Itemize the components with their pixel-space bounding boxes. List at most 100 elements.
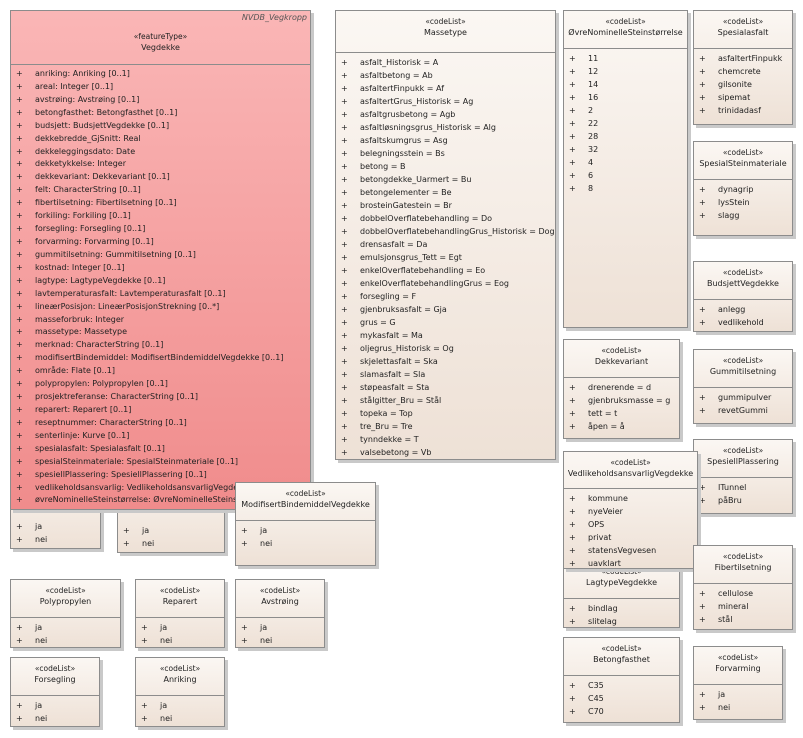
- list-item: øvreNominelleSteinstørrelse: ØvreNominel…: [11, 494, 310, 507]
- stereotype-label: «codeList»: [425, 17, 466, 26]
- value-list: asfaltertFinpukkchemcretegilsonitesipema…: [694, 49, 792, 117]
- list-item: dekkevariant: Dekkevariant [0..1]: [11, 171, 310, 184]
- list-item: dobbelOverflatebehandlingGrus_Historisk …: [336, 225, 555, 238]
- value-list: 111214162222832468: [564, 49, 687, 195]
- list-item: slamasfalt = Sla: [336, 368, 555, 381]
- value-list: gummipulverrevetGummi: [694, 388, 792, 417]
- class-header: «codeList» Forvarming: [694, 647, 782, 685]
- class-name: VedlikeholdsansvarligVegdekke: [567, 469, 694, 478]
- list-item: OPS: [564, 518, 697, 531]
- class-name: Polypropylen: [39, 597, 92, 606]
- class-header: «codeList» ØvreNominelleSteinstørrelse: [564, 11, 687, 49]
- list-item: ja: [118, 524, 224, 537]
- value-list: cellulosemineralstål: [694, 584, 792, 626]
- package-label: NVDB_Vegkropp: [241, 13, 307, 22]
- codelist-gummitilsetning[interactable]: «codeList» Gummitilsetning gummipulverre…: [693, 349, 793, 424]
- list-item: drenerende = d: [564, 381, 679, 394]
- codelist-lagtypevegdekke[interactable]: «codeList» LagtypeVegdekke bindlagslitel…: [563, 560, 680, 628]
- list-item: forsegling = F: [336, 290, 555, 303]
- class-name: Anriking: [163, 675, 197, 684]
- class-header: «codeList» Gummitilsetning: [694, 350, 792, 388]
- list-item: asfaltertGrus_Historisk = Ag: [336, 95, 555, 108]
- codelist-spesiellplassering[interactable]: «codeList» SpesiellPlassering ITunnelpåB…: [693, 439, 793, 514]
- codelist-ovre-nominelle-steinstorrelse[interactable]: «codeList» ØvreNominelleSteinstørrelse 1…: [563, 10, 688, 328]
- class-name: Reparert: [162, 597, 198, 606]
- list-item: tynndekke = T: [336, 433, 555, 446]
- class-header: «codeList» Anriking: [136, 658, 224, 696]
- codelist-budsjettvegdekke[interactable]: «codeList» BudsjettVegdekke anleggvedlik…: [693, 261, 793, 332]
- list-item: dynagrip: [694, 183, 792, 196]
- list-item: avstrøing: Avstrøing [0..1]: [11, 94, 310, 107]
- list-item: betongdekke_Uarmert = Bu: [336, 173, 555, 186]
- stereotype-label: «codeList»: [285, 489, 326, 498]
- list-item: kommune: [564, 492, 697, 505]
- stereotype-label: «codeList»: [722, 356, 764, 365]
- codelist-fibertilsetning[interactable]: «codeList» Fibertilsetning cellulosemine…: [693, 545, 793, 630]
- value-list: ITunnelpåBru: [694, 478, 792, 507]
- value-list: janei: [11, 461, 100, 546]
- class-header: «codeList» SpesiellPlassering: [694, 440, 792, 478]
- list-item: slitelag: [564, 615, 679, 628]
- stereotype-label: «codeList»: [34, 664, 76, 673]
- stereotype-label: «codeList»: [159, 664, 201, 673]
- list-item: asfalt_Historisk = A: [336, 56, 555, 69]
- list-item: 11: [564, 52, 687, 65]
- class-name: Gummitilsetning: [709, 367, 777, 376]
- value-list: C35C45C70: [564, 676, 679, 718]
- list-item: ja: [694, 688, 782, 701]
- class-name: Massetype: [424, 28, 467, 37]
- list-item: forkiling: Forkiling [0..1]: [11, 210, 310, 223]
- list-item: 12: [564, 65, 687, 78]
- list-item: dekketykkelse: Integer: [11, 158, 310, 171]
- list-item: drensasfalt = Da: [336, 238, 555, 251]
- class-header: «codeList» VedlikeholdsansvarligVegdekke: [564, 452, 697, 489]
- codelist-spesialasfalt[interactable]: «codeList» Spesialasfalt asfaltertFinpuk…: [693, 10, 793, 125]
- list-item: vedlikeholdsansvarlig: Vedlikeholdsansva…: [11, 482, 310, 495]
- list-item: areal: Integer [0..1]: [11, 81, 310, 94]
- list-item: 8: [564, 182, 687, 195]
- codelist-forvarming[interactable]: «codeList» Forvarming janei: [693, 646, 783, 720]
- featuretype-vegdekke[interactable]: NVDB_Vegkropp «featureType» Vegdekke anr…: [10, 10, 311, 510]
- list-item: bindlag: [564, 602, 679, 615]
- list-item: stål: [694, 613, 792, 626]
- value-list: janei: [136, 618, 224, 647]
- codelist-anriking[interactable]: «codeList» Anriking janei: [135, 657, 225, 727]
- list-item: skjelettasfalt = Ska: [336, 355, 555, 368]
- list-item: C70: [564, 705, 679, 718]
- list-item: gummipulver: [694, 391, 792, 404]
- list-item: område: Flate [0..1]: [11, 365, 310, 378]
- class-header: «codeList» Betongfasthet: [564, 638, 679, 676]
- codelist-avstroing[interactable]: «codeList» Avstrøing janei: [235, 579, 325, 648]
- list-item: reseptnummer: CharacterString [0..1]: [11, 417, 310, 430]
- stereotype-label: «featureType»: [133, 32, 188, 41]
- stereotype-label: «codeList»: [601, 567, 642, 576]
- codelist-betongfasthet[interactable]: «codeList» Betongfasthet C35C45C70: [563, 637, 680, 723]
- class-name: Forvarming: [715, 664, 761, 673]
- list-item: nei: [11, 712, 99, 725]
- class-name: Vegdekke: [141, 43, 180, 52]
- list-item: 28: [564, 130, 687, 143]
- list-item: mineral: [694, 600, 792, 613]
- list-item: lineærPosisjon: LineærPosisjonStrekning …: [11, 301, 310, 314]
- list-item: ja: [11, 621, 120, 634]
- list-item: tre_Bru = Tre: [336, 420, 555, 433]
- class-header: «codeList» LagtypeVegdekke: [564, 561, 679, 599]
- codelist-reparert[interactable]: «codeList» Reparert janei: [135, 579, 225, 648]
- codelist-vedlikeholdsansvarligvegdekke[interactable]: «codeList» VedlikeholdsansvarligVegdekke…: [563, 451, 698, 570]
- list-item: chemcrete: [694, 65, 792, 78]
- list-item: asfaltløsningsgrus_Historisk = Alg: [336, 121, 555, 134]
- codelist-massetype[interactable]: «codeList» Massetype asfalt_Historisk = …: [335, 10, 556, 460]
- list-item: lavtemperaturasfalt: Lavtemperaturasfalt…: [11, 288, 310, 301]
- class-header: «codeList» BudsjettVegdekke: [694, 262, 792, 300]
- codelist-spesialsteinmateriale[interactable]: «codeList» SpesialSteinmateriale dynagri…: [693, 141, 793, 236]
- list-item: brosteinGatestein = Br: [336, 199, 555, 212]
- class-name: ModifisertBindemiddelVegdekke: [241, 500, 370, 509]
- list-item: 16: [564, 91, 687, 104]
- stereotype-label: «codeList»: [722, 148, 764, 157]
- codelist-modifisertbindemiddelvegdekke[interactable]: «codeList» ModifisertBindemiddelVegdekke…: [235, 482, 376, 566]
- attribute-list: anriking: Anriking [0..1]areal: Integer …: [11, 65, 310, 507]
- class-name: Betongfasthet: [593, 655, 650, 664]
- codelist-polypropylen[interactable]: «codeList» Polypropylen janei: [10, 579, 121, 648]
- codelist-forsegling[interactable]: «codeList» Forsegling janei: [10, 657, 100, 727]
- codelist-dekkevariant[interactable]: «codeList» Dekkevariant drenerende = dgj…: [563, 339, 680, 439]
